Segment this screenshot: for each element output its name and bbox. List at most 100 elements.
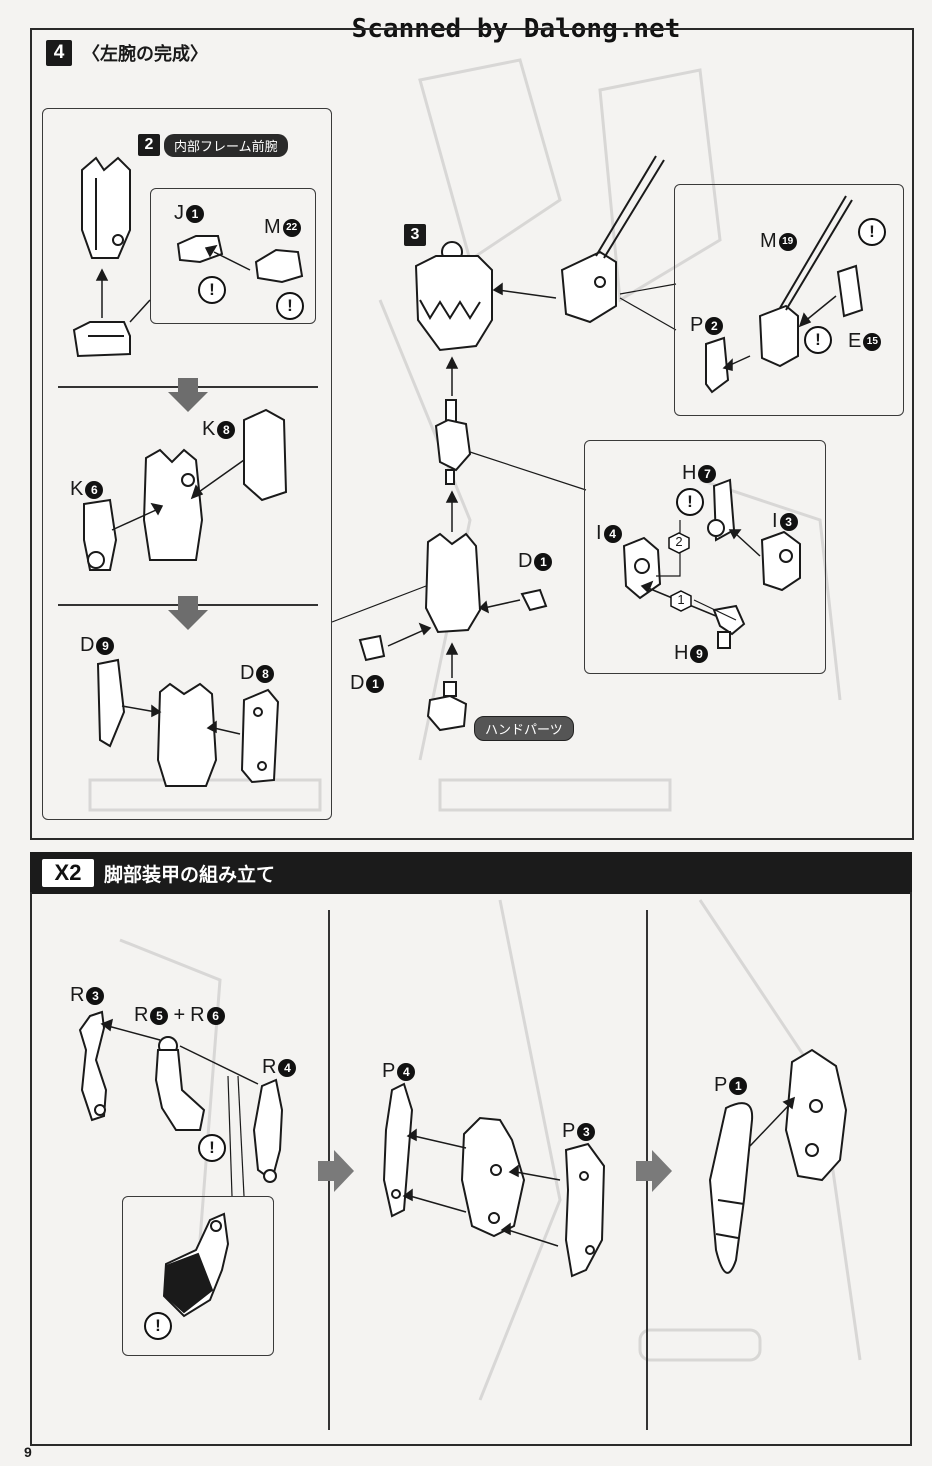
step-x2-banner: X2 脚部装甲の組み立て <box>30 852 912 894</box>
part-letter: M <box>760 230 777 252</box>
part-number-badge-icon: 4 <box>397 1062 416 1081</box>
subassembly-name: 内部フレーム前腕 <box>164 134 288 157</box>
part-number-badge-icon: 1 <box>729 1076 748 1095</box>
forearm-subassembly-drawings <box>72 156 304 787</box>
part-number-badge-icon: 7 <box>698 464 717 483</box>
sequence-number-1: 1 <box>677 592 685 607</box>
step-4-title: 〈左腕の完成〉 <box>82 44 208 65</box>
part-number-badge-icon: 6 <box>85 480 104 499</box>
down-arrow-icon <box>168 596 208 630</box>
part-number-badge-icon: 19 <box>778 232 797 251</box>
part-number-badge-icon: 8 <box>217 420 236 439</box>
part-number-badge-icon: 9 <box>96 636 115 655</box>
part-letter: P <box>714 1074 728 1096</box>
attention-icon: ! <box>276 292 304 320</box>
part-letter: H <box>674 642 689 664</box>
part-number-badge-icon: 2 <box>705 316 724 335</box>
step-4-panel <box>30 28 914 840</box>
part-letter: R <box>70 984 85 1006</box>
part-letter: P <box>690 314 704 336</box>
part-number-badge-icon: 6 <box>206 1006 225 1025</box>
part-letter: D <box>518 550 533 572</box>
right-arrow-icon <box>636 1150 672 1192</box>
part-letter: D <box>80 634 95 656</box>
part-number-badge-icon: 3 <box>577 1122 596 1141</box>
part-letter: J <box>174 202 184 224</box>
part-number-badge-icon: 9 <box>690 644 709 663</box>
part-letter: M <box>264 216 281 238</box>
attention-icon: ! <box>676 488 704 516</box>
part-letter: I <box>596 522 602 544</box>
part-letter: R <box>134 1004 149 1026</box>
leg-detail-box <box>122 1196 274 1356</box>
part-letter: H <box>682 462 697 484</box>
part-letter: P <box>382 1060 396 1082</box>
sequence-marker-2 <box>668 532 690 554</box>
part-number-badge-icon: 4 <box>603 524 622 543</box>
attention-icon: ! <box>144 1312 172 1340</box>
attention-icon: ! <box>858 218 886 246</box>
part-number-badge-icon: 15 <box>863 332 882 351</box>
part-letter: D <box>240 662 255 684</box>
part-number-badge-icon: 22 <box>282 218 301 237</box>
hand-parts-label: ハンドパーツ <box>474 716 574 741</box>
attention-icon: ! <box>198 1134 226 1162</box>
detail-box-j1-m22 <box>150 188 316 324</box>
part-letter: K <box>70 478 84 500</box>
part-letter: D <box>350 672 365 694</box>
part-number-badge-icon: 4 <box>278 1058 297 1077</box>
right-arrow-icon <box>318 1150 354 1192</box>
forearm-frame-subpanel <box>42 108 332 820</box>
part-letter: P <box>562 1120 576 1142</box>
part-number-badge-icon: 3 <box>779 512 798 531</box>
part-number-badge-icon: 1 <box>186 204 204 223</box>
step-x2-title: 脚部装甲の組み立て <box>104 864 276 886</box>
step-x2-panel <box>30 892 912 1446</box>
part-letter: K <box>202 418 216 440</box>
part-letter: I <box>772 510 778 532</box>
part-number-badge-icon: 5 <box>150 1006 169 1025</box>
step-4-number: 4 <box>46 40 72 66</box>
attention-icon: ! <box>804 326 832 354</box>
page-number: 9 <box>24 1444 32 1460</box>
part-letter: E <box>848 330 862 352</box>
part-number-badge-icon: 1 <box>534 552 553 571</box>
part-number-badge-icon: 3 <box>86 986 105 1005</box>
sequence-number-2: 2 <box>675 534 683 549</box>
elbow-joint-detail-box <box>584 440 826 674</box>
subassembly-2-number: 2 <box>138 134 160 156</box>
part-number-badge-icon: 8 <box>256 664 275 683</box>
step-3-number: 3 <box>404 224 426 246</box>
down-arrow-icon <box>168 378 208 412</box>
quantity-multiplier: X2 <box>42 859 94 887</box>
arm-assembly-drawings <box>331 155 864 732</box>
part-letter: R <box>190 1004 205 1026</box>
attention-icon: ! <box>198 276 226 304</box>
sequence-marker-1 <box>670 590 692 612</box>
plus-sign: + <box>173 1004 186 1026</box>
part-number-badge-icon: 1 <box>366 674 385 693</box>
cannon-detail-box <box>674 184 904 416</box>
